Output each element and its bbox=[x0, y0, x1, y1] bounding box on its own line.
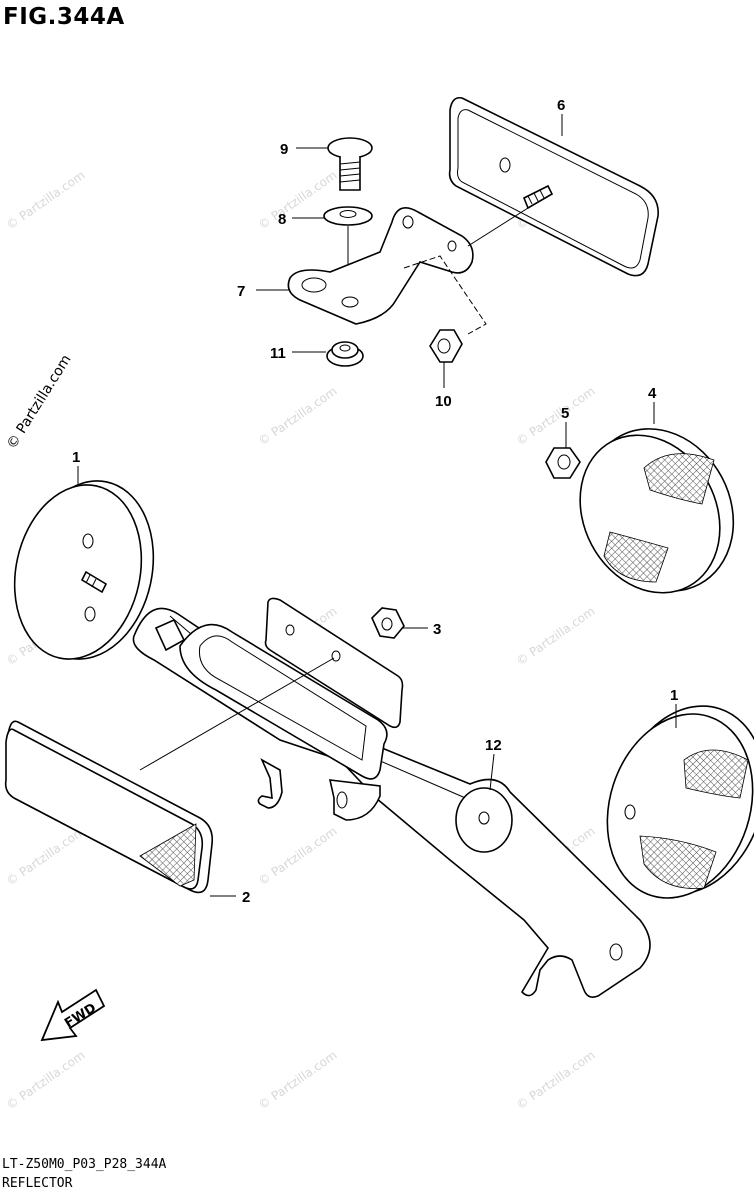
callout-6: 6 bbox=[557, 97, 565, 114]
fwd-arrow-icon: FWD bbox=[40, 988, 106, 1042]
callout-leaders bbox=[77, 114, 677, 897]
watermark-text: © Partzilla.com bbox=[256, 384, 340, 449]
nut-upper bbox=[545, 447, 581, 479]
watermark-text: © Partzilla.com bbox=[514, 1048, 598, 1113]
callout-4: 4 bbox=[648, 385, 657, 402]
callout-labels: 1 1 2 3 4 5 6 7 8 9 10 11 12 bbox=[72, 97, 678, 906]
watermark-text: © Partzilla.com bbox=[256, 168, 340, 233]
callout-1-left: 1 bbox=[72, 449, 80, 466]
model-code: LT-Z50M0_P03_P28_344A bbox=[2, 1157, 167, 1172]
callout-5: 5 bbox=[561, 405, 569, 422]
callout-3: 3 bbox=[433, 621, 441, 638]
callout-11: 11 bbox=[270, 345, 286, 362]
watermark-text: © Partzilla.com bbox=[4, 1048, 88, 1113]
reflector-rectangular bbox=[4, 657, 335, 894]
bracket-small bbox=[287, 206, 529, 335]
callout-2: 2 bbox=[242, 889, 250, 906]
watermark-text: © Partzilla.com bbox=[256, 1048, 340, 1113]
callout-9: 9 bbox=[280, 141, 288, 158]
bolt bbox=[327, 137, 373, 191]
callout-12: 12 bbox=[485, 737, 502, 754]
watermark-text: © Partzilla.com bbox=[4, 824, 88, 889]
watermark-text: © Partzilla.com bbox=[256, 824, 340, 889]
figure-title: FIG.344A bbox=[3, 4, 125, 30]
reflector-rear-plate bbox=[448, 96, 659, 277]
bracket-main bbox=[132, 597, 651, 998]
nut-flange-small bbox=[326, 341, 364, 367]
callout-1-right: 1 bbox=[670, 687, 678, 704]
reflector-round-upper bbox=[579, 428, 735, 594]
callout-7: 7 bbox=[237, 283, 245, 300]
reflector-round-right bbox=[606, 705, 754, 899]
watermark-text: © Partzilla.com bbox=[514, 384, 598, 449]
watermark-text: © Partzilla.com bbox=[514, 604, 598, 669]
washer bbox=[323, 206, 373, 296]
section-name: REFLECTOR bbox=[2, 1176, 73, 1191]
callout-8: 8 bbox=[278, 211, 286, 228]
nut-flange bbox=[429, 329, 463, 363]
watermark-text: © Partzilla.com bbox=[4, 168, 88, 233]
reflector-round-left bbox=[13, 480, 155, 660]
nut-bracket bbox=[371, 607, 405, 639]
callout-10: 10 bbox=[435, 393, 452, 410]
watermark-text-dark: © Partzilla.com bbox=[4, 352, 75, 452]
